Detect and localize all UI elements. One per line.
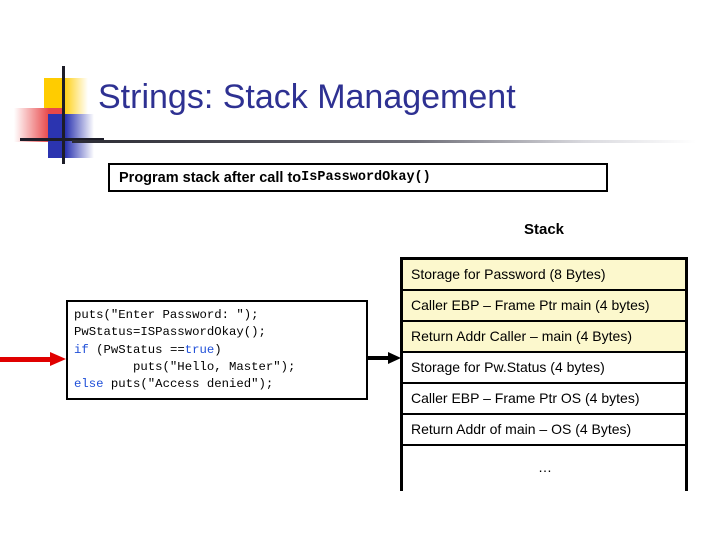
code-block: puts("Enter Password: "); PwStatus=ISPass… — [66, 300, 368, 400]
stack-row: Caller EBP – Frame Ptr OS (4 bytes) — [403, 384, 685, 415]
code-line: puts("Hello, Master"); — [74, 359, 366, 376]
logo-horizontal-line — [20, 138, 104, 141]
code-line: if (PwStatus ==true) — [74, 342, 366, 359]
code-line: else puts("Access denied"); — [74, 376, 366, 393]
code-keyword: else — [74, 377, 104, 392]
red-arrow-head — [50, 352, 66, 366]
stack-row-ellipsis: … — [403, 446, 685, 491]
code-keyword: true — [184, 342, 215, 357]
code-text: puts("Access denied"); — [103, 377, 274, 392]
banner-box: Program stack after call to IsPasswordOk… — [108, 163, 608, 192]
code-text: puts("Enter Password: "); — [74, 308, 259, 322]
stack-table: Storage for Password (8 Bytes)Caller EBP… — [400, 257, 688, 491]
decorative-logo — [12, 64, 104, 164]
code-text: ) — [214, 342, 222, 357]
stack-row: Storage for Pw.Status (4 bytes) — [403, 353, 685, 384]
title-divider — [72, 140, 696, 143]
logo-blue-square — [48, 114, 94, 158]
code-text: puts("Hello, Master"); — [74, 359, 296, 374]
stack-row: Return Addr of main – OS (4 Bytes) — [403, 415, 685, 446]
code-line: PwStatus=ISPasswordOkay(); — [74, 324, 366, 341]
red-pointer-arrow-icon — [0, 352, 70, 366]
code-line: puts("Enter Password: "); — [74, 307, 366, 324]
stack-row: Storage for Password (8 Bytes) — [403, 260, 685, 291]
stack-row: Return Addr Caller – main (4 Bytes) — [403, 322, 685, 353]
stack-row: Caller EBP – Frame Ptr main (4 bytes) — [403, 291, 685, 322]
black-pointer-arrow-icon — [366, 352, 404, 364]
black-arrow-head — [388, 352, 401, 364]
logo-vertical-line — [62, 66, 65, 164]
page-title: Strings: Stack Management — [98, 78, 516, 116]
code-text: (PwStatus == — [88, 342, 185, 357]
code-keyword: if — [74, 342, 89, 357]
stack-heading: Stack — [523, 221, 565, 238]
red-arrow-shaft — [0, 357, 52, 362]
code-text: PwStatus=ISPasswordOkay(); — [74, 325, 266, 340]
black-arrow-shaft — [366, 356, 390, 360]
banner-function-name: IsPasswordOkay() — [301, 170, 431, 185]
banner-text: Program stack after call to — [119, 169, 302, 186]
